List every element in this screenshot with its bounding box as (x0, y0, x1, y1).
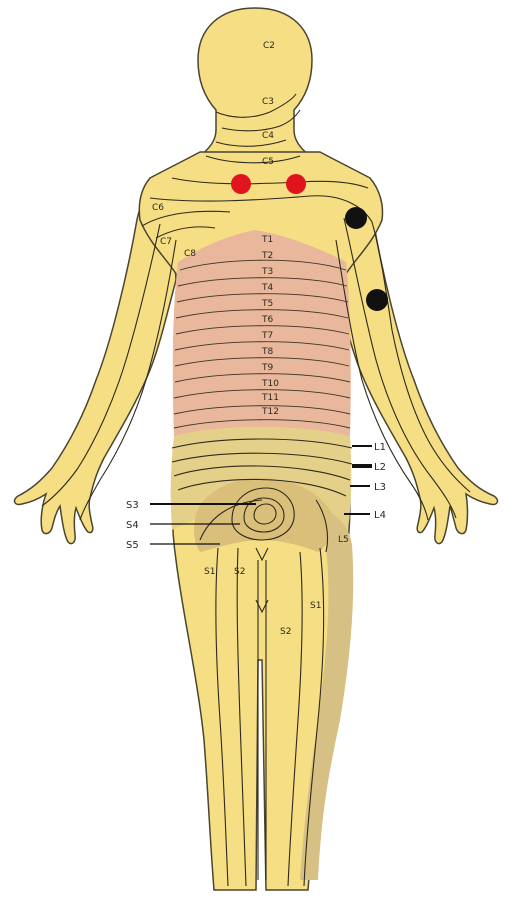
label-c3: C3 (262, 97, 274, 107)
label-s3: S3 (126, 500, 139, 511)
label-t10: T10 (261, 379, 279, 389)
label-l1: L1 (374, 442, 386, 453)
black-marker-upper-arm (366, 289, 388, 311)
label-l4: L4 (374, 510, 386, 521)
label-t11: T11 (261, 393, 279, 403)
label-t4: T4 (261, 283, 273, 293)
label-s1-right-leg: S1 (310, 601, 321, 611)
label-t3: T3 (261, 267, 273, 277)
label-c6: C6 (152, 203, 164, 213)
label-c8: C8 (184, 249, 196, 259)
head (198, 8, 312, 156)
label-s4: S4 (126, 520, 139, 531)
label-l2: L2 (374, 462, 386, 473)
label-t6: T6 (261, 315, 273, 325)
label-s2-right-leg: S2 (280, 627, 291, 637)
label-c4: C4 (262, 131, 274, 141)
label-s1-left-leg: S1 (204, 567, 215, 577)
label-t9: T9 (261, 363, 273, 373)
label-t12: T12 (261, 407, 279, 417)
red-marker-right-clavicle (286, 174, 306, 194)
label-l5: L5 (338, 535, 349, 545)
black-marker-shoulder (345, 207, 367, 229)
label-c2: C2 (263, 41, 275, 51)
label-s2-left-leg: S2 (234, 567, 245, 577)
label-c5: C5 (262, 157, 274, 167)
label-t8: T8 (261, 347, 273, 357)
label-l3: L3 (374, 482, 386, 493)
label-t1: T1 (261, 235, 273, 245)
red-marker-left-clavicle (231, 174, 251, 194)
label-s5: S5 (126, 540, 139, 551)
label-t7: T7 (261, 331, 273, 341)
label-c7: C7 (160, 237, 172, 247)
label-t5: T5 (261, 299, 273, 309)
label-t2: T2 (261, 251, 273, 261)
